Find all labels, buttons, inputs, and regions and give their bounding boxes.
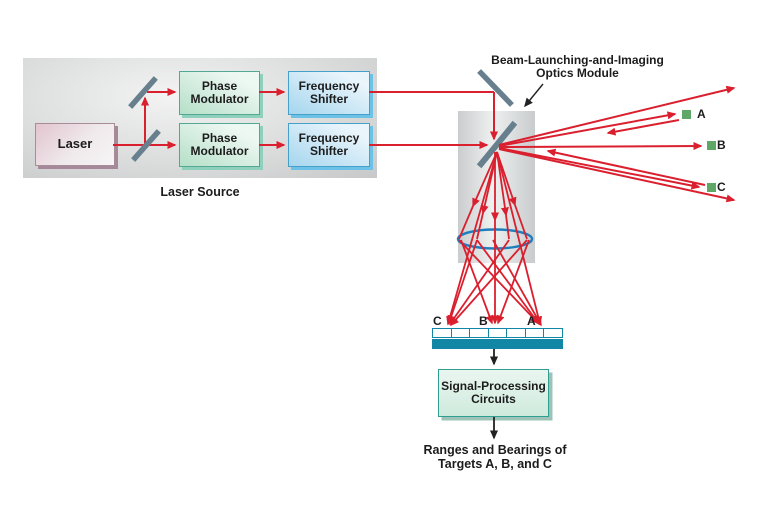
detector-label-a: A xyxy=(527,314,536,328)
target-a-marker xyxy=(682,110,691,119)
optics-module-panel xyxy=(458,111,535,263)
callout-arrow-icon xyxy=(524,83,544,108)
output-caption: Ranges and Bearings of Targets A, B, and… xyxy=(423,443,567,471)
phase-modulator-bottom-box: Phase Modulator xyxy=(179,123,260,167)
target-b-marker xyxy=(707,141,716,150)
laser-source-caption: Laser Source xyxy=(160,185,240,199)
detector-bar xyxy=(432,338,563,349)
signal-processing-box: Signal-Processing Circuits xyxy=(438,369,549,417)
detector-array xyxy=(432,328,563,349)
beam-line xyxy=(606,119,680,136)
detector-cell-row xyxy=(432,328,563,338)
detector-cell xyxy=(433,329,451,337)
optics-module-label: Beam-Launching-and-Imaging Optics Module xyxy=(491,53,664,81)
frequency-shifter-bottom-box: Frequency Shifter xyxy=(288,123,370,167)
detector-cell xyxy=(543,329,562,337)
target-a-label: A xyxy=(697,107,706,121)
target-c-label: C xyxy=(717,180,726,194)
detector-cell xyxy=(524,329,544,337)
target-c-marker xyxy=(707,183,716,192)
detector-label-b: B xyxy=(479,314,488,328)
detector-cell xyxy=(487,329,507,337)
laser-box: Laser xyxy=(35,123,115,166)
phase-modulator-top-box: Phase Modulator xyxy=(179,71,260,115)
target-b-label: B xyxy=(717,138,726,152)
detector-cell xyxy=(506,329,525,337)
beam-line xyxy=(546,148,706,186)
detector-cell xyxy=(469,329,488,337)
frequency-shifter-top-box: Frequency Shifter xyxy=(288,71,370,115)
detector-cell xyxy=(450,329,470,337)
detector-label-c: C xyxy=(433,314,442,328)
